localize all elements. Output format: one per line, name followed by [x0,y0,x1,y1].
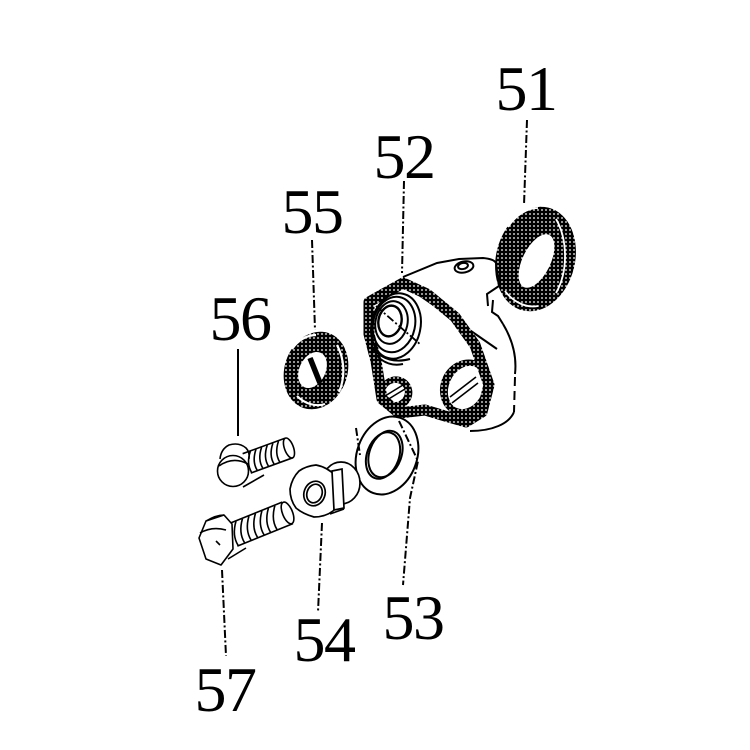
svg-text:54: 54 [294,604,356,675]
svg-text:52: 52 [374,121,435,192]
svg-text:57: 57 [195,654,257,725]
svg-text:56: 56 [210,283,272,354]
svg-text:51: 51 [496,53,557,124]
svg-text:55: 55 [282,176,343,247]
svg-text:53: 53 [383,582,444,653]
